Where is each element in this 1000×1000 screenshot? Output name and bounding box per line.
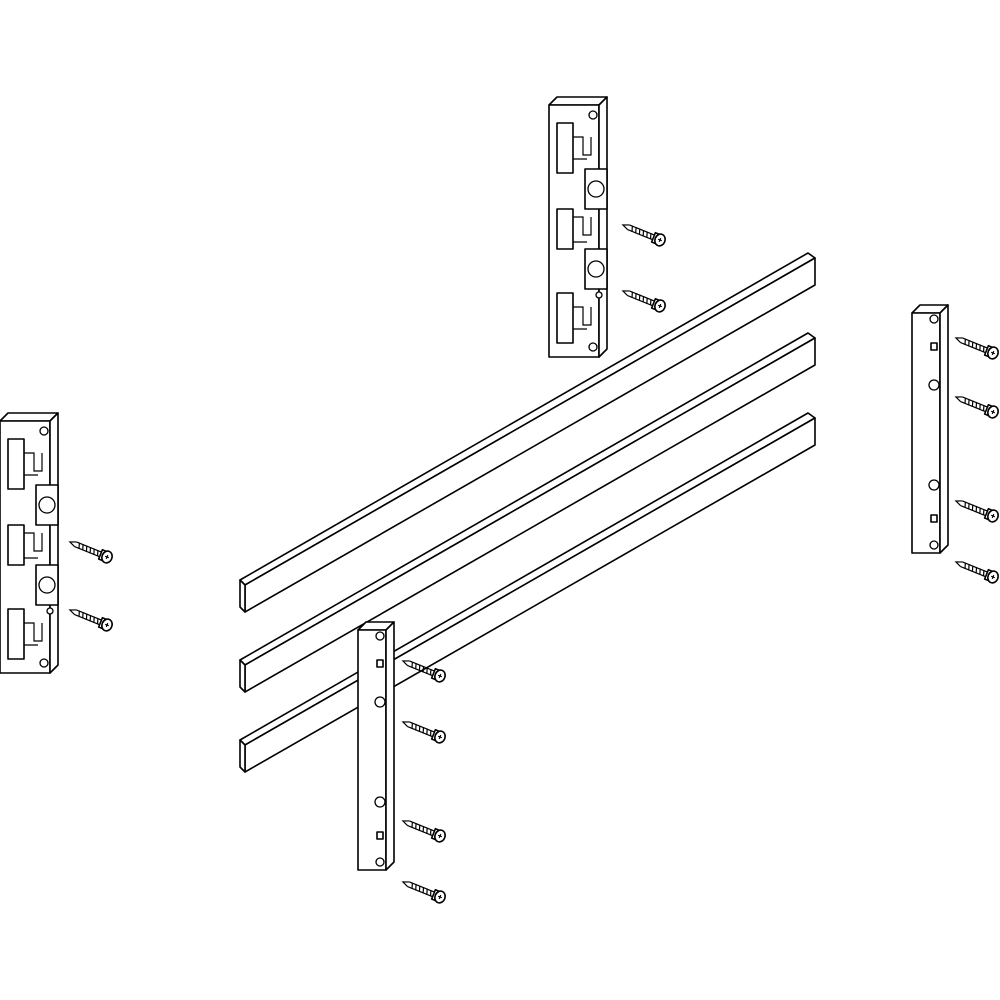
support-bracket-left <box>0 412 59 674</box>
support-bracket-top <box>548 96 608 358</box>
screw <box>952 555 1000 586</box>
screw <box>619 284 668 315</box>
busbar-bottom <box>239 412 816 773</box>
screw <box>399 715 448 746</box>
screw <box>66 603 115 634</box>
screw <box>399 875 448 906</box>
screw <box>399 814 448 845</box>
clamp-strip-right <box>911 304 949 554</box>
busbar-middle <box>239 332 816 693</box>
busbar-top <box>239 252 816 613</box>
screw <box>952 494 1000 525</box>
screw <box>952 390 1000 421</box>
screw <box>66 535 115 566</box>
screw <box>952 331 1000 362</box>
clamp-strip-center <box>357 621 395 871</box>
screw <box>619 218 668 249</box>
